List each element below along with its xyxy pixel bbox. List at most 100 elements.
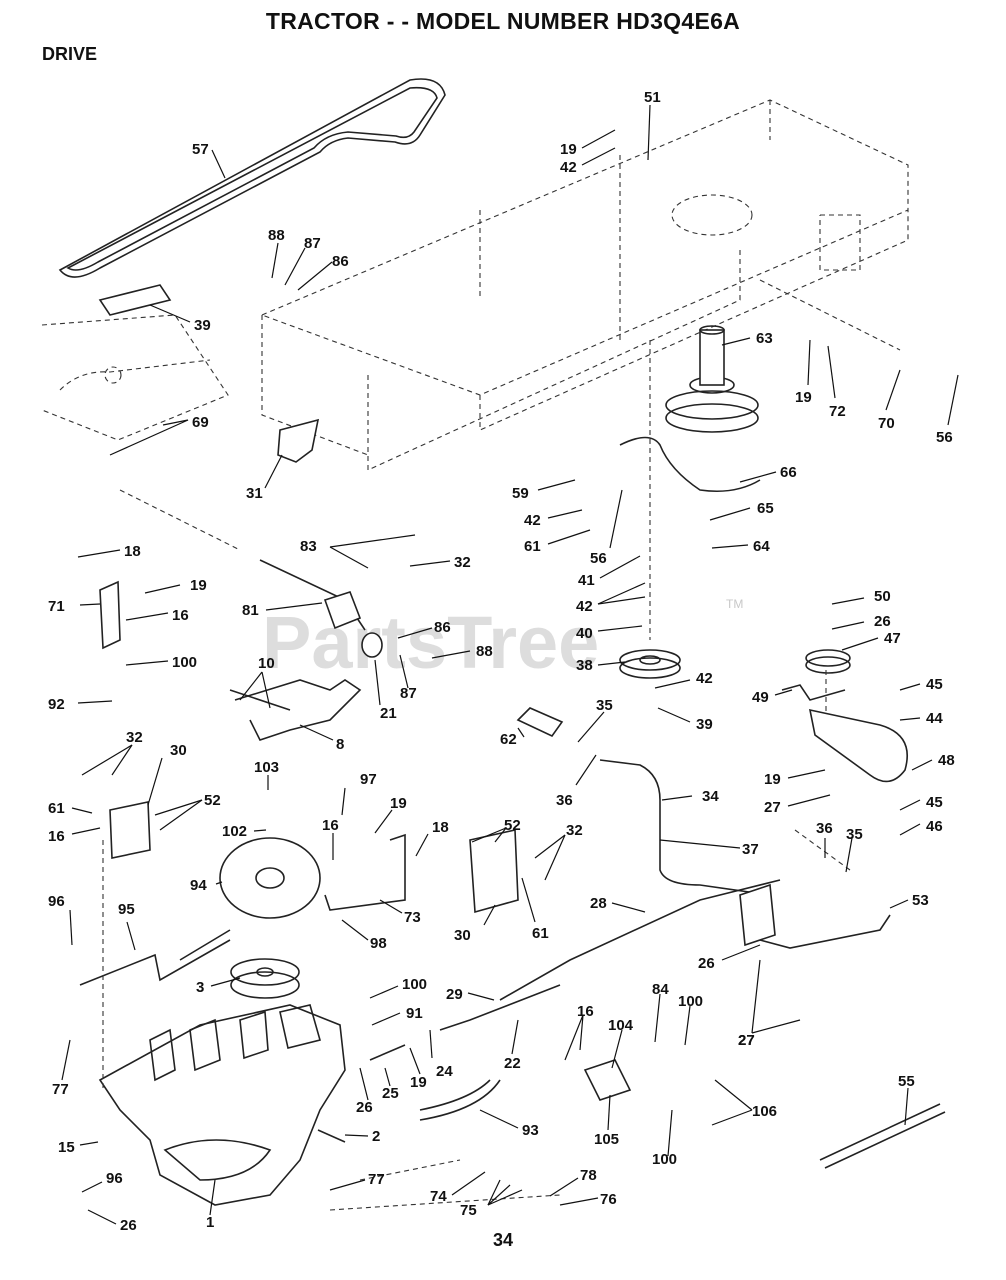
- callout-83: 83: [300, 538, 317, 555]
- callout-70: 70: [878, 415, 895, 432]
- callout-37: 37: [742, 841, 759, 858]
- callout-72: 72: [829, 403, 846, 420]
- callout-36: 36: [556, 792, 573, 809]
- idler-arm: [619, 436, 761, 493]
- callout-103: 103: [254, 759, 279, 776]
- callout-24: 24: [436, 1063, 453, 1080]
- callout-63: 63: [756, 330, 773, 347]
- callout-26: 26: [874, 613, 891, 630]
- callout-47: 47: [884, 630, 901, 647]
- callout-92: 92: [48, 696, 65, 713]
- bracket-31: [277, 418, 320, 463]
- cooling-fan: [219, 837, 321, 919]
- bracket-73: [324, 833, 406, 911]
- callout-25: 25: [382, 1085, 399, 1102]
- callout-104: 104: [608, 1017, 634, 1034]
- callout-36: 36: [816, 820, 833, 837]
- callout-57: 57: [192, 141, 209, 158]
- callout-88: 88: [476, 643, 493, 660]
- callout-71: 71: [48, 598, 65, 615]
- callout-66: 66: [780, 464, 797, 481]
- bracket-104: [583, 1059, 632, 1101]
- callout-105: 105: [594, 1131, 619, 1148]
- callout-98: 98: [370, 935, 387, 952]
- callout-62: 62: [500, 731, 517, 748]
- callout-19: 19: [410, 1074, 427, 1091]
- page-title: TRACTOR - - MODEL NUMBER HD3Q4E6A: [265, 8, 741, 34]
- callout-91: 91: [406, 1005, 423, 1022]
- callout-16: 16: [172, 607, 189, 624]
- callout-31: 31: [246, 485, 263, 502]
- tractor-frame: [261, 99, 909, 471]
- callout-51: 51: [644, 89, 661, 106]
- callout-73: 73: [404, 909, 421, 926]
- callout-18: 18: [432, 819, 449, 836]
- callout-93: 93: [522, 1122, 539, 1139]
- callout-16: 16: [577, 1003, 594, 1020]
- callout-18: 18: [124, 543, 141, 560]
- callout-61: 61: [524, 538, 541, 555]
- transaxle-pulley: [230, 958, 300, 999]
- callout-44: 44: [926, 710, 943, 727]
- drive-belt: [58, 78, 446, 278]
- callout-77: 77: [368, 1171, 385, 1188]
- spring-25: [369, 1044, 406, 1061]
- callout-28: 28: [590, 895, 607, 912]
- section-title: DRIVE: [42, 44, 98, 64]
- idler-pulley: [619, 649, 681, 679]
- callout-30: 30: [170, 742, 187, 759]
- callout-78: 78: [580, 1167, 597, 1184]
- knob-21: [361, 632, 383, 658]
- callout-labels: 57 51 19 42 88 87 86 39 69 31 63 19 72 7…: [48, 89, 955, 1234]
- pedal-rod: [234, 679, 362, 741]
- page-number: 34: [492, 1230, 514, 1250]
- rod-95: [79, 939, 231, 986]
- callout-30: 30: [454, 927, 471, 944]
- callout-38: 38: [576, 657, 593, 674]
- alignment-lines: [102, 279, 901, 1211]
- callout-35: 35: [596, 697, 613, 714]
- leader-lines: [61, 104, 959, 1225]
- callout-95: 95: [118, 901, 135, 918]
- callout-48: 48: [938, 752, 955, 769]
- callout-42: 42: [560, 159, 577, 176]
- callout-26: 26: [120, 1217, 137, 1234]
- callout-45: 45: [926, 794, 943, 811]
- callout-100: 100: [172, 654, 197, 671]
- callout-65: 65: [757, 500, 774, 517]
- callout-45: 45: [926, 676, 943, 693]
- callout-102: 102: [222, 823, 247, 840]
- callout-86: 86: [434, 619, 451, 636]
- callout-16: 16: [322, 817, 339, 834]
- callout-64: 64: [753, 538, 770, 555]
- bracket-30-right: [469, 829, 519, 914]
- callout-87: 87: [400, 685, 417, 702]
- callout-52: 52: [204, 792, 221, 809]
- rod-22: [439, 984, 561, 1031]
- callout-1: 1: [206, 1214, 214, 1231]
- callout-46: 46: [926, 818, 943, 835]
- spring-10: [229, 689, 291, 711]
- callout-59: 59: [512, 485, 529, 502]
- callout-21: 21: [380, 705, 397, 722]
- bracket-71: [99, 580, 121, 650]
- callout-32: 32: [566, 822, 583, 839]
- bracket-37: [739, 883, 776, 947]
- callout-74: 74: [430, 1188, 447, 1205]
- callout-53: 53: [912, 892, 929, 909]
- shift-rod-34: [599, 759, 771, 896]
- transaxle: [98, 1004, 346, 1206]
- callout-55: 55: [898, 1073, 915, 1090]
- watermark-tm: TM: [726, 597, 743, 611]
- callout-16: 16: [48, 828, 65, 845]
- sleeve-62: [516, 707, 564, 738]
- callout-86: 86: [332, 253, 349, 270]
- callout-88: 88: [268, 227, 285, 244]
- callout-94: 94: [190, 877, 207, 894]
- callout-100: 100: [402, 976, 427, 993]
- callout-27: 27: [764, 799, 781, 816]
- callout-100: 100: [652, 1151, 677, 1168]
- callout-41: 41: [578, 572, 595, 589]
- callout-49: 49: [752, 689, 769, 706]
- callout-19: 19: [390, 795, 407, 812]
